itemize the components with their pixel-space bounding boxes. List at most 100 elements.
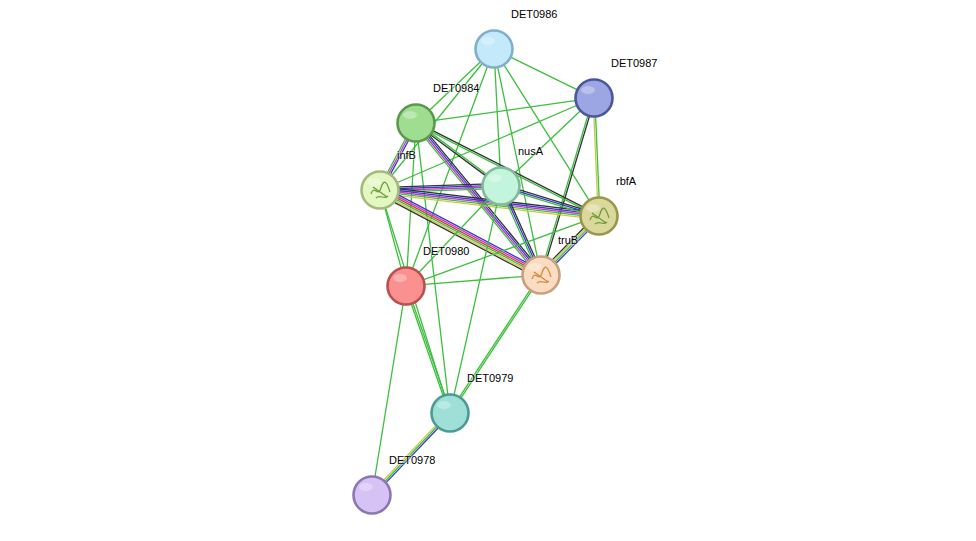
interaction-edge: [385, 208, 401, 267]
evidence-line: [395, 203, 522, 270]
node-fill: [476, 31, 513, 68]
structure-sketch: [371, 182, 390, 198]
node-highlight: [528, 263, 542, 271]
node-highlight: [367, 178, 381, 186]
interaction-edge: [519, 190, 582, 212]
evidence-line: [396, 201, 523, 268]
evidence-line: [509, 203, 533, 257]
evidence-line: [435, 101, 575, 121]
interaction-edge: [594, 117, 599, 197]
evidence-line: [520, 190, 582, 209]
protein-node: truB: [521, 255, 561, 295]
node-highlight: [581, 86, 595, 94]
protein-node: DET0987: [574, 78, 614, 118]
node-highlight: [586, 204, 600, 212]
node-fill: [354, 477, 391, 514]
evidence-line: [553, 228, 584, 260]
evidence-line: [594, 117, 597, 197]
structure-sketch: [590, 208, 609, 224]
evidence-line: [515, 111, 580, 173]
node-circle: [386, 266, 426, 306]
protein-node: rbfA: [579, 196, 619, 236]
interaction-edge: [384, 426, 438, 483]
node-label: truB: [558, 234, 578, 246]
node-circle: [352, 475, 392, 515]
protein-node: nusA: [481, 166, 521, 206]
node-label: nusA: [518, 145, 543, 157]
evidence-line: [554, 229, 585, 261]
node-fill: [432, 395, 469, 432]
interaction-edge: [375, 305, 403, 476]
protein-node: DET0984: [396, 103, 436, 143]
evidence-line: [454, 205, 497, 395]
evidence-line: [385, 427, 437, 481]
node-label: rbfA: [616, 175, 636, 187]
node-highlight: [359, 483, 373, 491]
node-label: infB: [397, 149, 416, 161]
node-highlight: [437, 401, 451, 409]
interaction-edge: [411, 304, 444, 396]
evidence-line: [411, 304, 443, 395]
evidence-line: [419, 200, 488, 272]
evidence-line: [519, 192, 581, 211]
node-fill: [388, 268, 425, 305]
evidence-line: [430, 62, 480, 110]
evidence-line: [519, 193, 581, 212]
node-highlight: [393, 274, 407, 282]
evidence-line: [555, 230, 586, 262]
evidence-line: [396, 200, 523, 267]
node-label: DET0978: [389, 454, 435, 466]
evidence-line: [461, 291, 531, 397]
evidence-line: [398, 197, 525, 264]
interaction-edge: [454, 205, 497, 395]
structure-sketch: [532, 267, 551, 283]
node-circle: [360, 170, 400, 210]
node-label: DET0979: [467, 372, 513, 384]
node-circle: [474, 29, 514, 69]
interaction-edge: [425, 277, 522, 285]
interaction-edge: [460, 290, 532, 397]
node-fill: [483, 168, 520, 205]
interaction-edge: [515, 111, 580, 173]
evidence-line: [495, 68, 500, 167]
evidence-line: [386, 208, 445, 395]
evidence-line: [425, 277, 522, 285]
node-circle: [521, 255, 561, 295]
node-label: DET0987: [611, 57, 657, 69]
evidence-line: [507, 204, 531, 258]
evidence-line: [556, 231, 587, 263]
node-highlight: [403, 111, 417, 119]
interaction-edge: [386, 208, 445, 395]
interaction-edge: [495, 68, 500, 167]
evidence-line: [375, 305, 403, 476]
evidence-line: [413, 304, 445, 395]
evidence-line: [384, 426, 436, 480]
node-fill: [523, 257, 560, 294]
node-highlight: [488, 174, 502, 182]
evidence-line: [460, 290, 530, 396]
interaction-edge: [553, 228, 588, 263]
node-label: DET0984: [433, 82, 479, 94]
protein-node: infB: [360, 170, 400, 210]
node-fill: [398, 105, 435, 142]
node-label: DET0980: [423, 245, 469, 257]
node-circle: [430, 393, 470, 433]
evidence-line: [386, 428, 438, 482]
protein-node: DET0979: [430, 393, 470, 433]
node-circle: [396, 103, 436, 143]
node-circle: [481, 166, 521, 206]
node-circle: [574, 78, 614, 118]
evidence-line: [510, 203, 534, 257]
protein-node: DET0980: [386, 266, 426, 306]
evidence-line: [397, 198, 524, 265]
interaction-edge: [511, 57, 577, 89]
interaction-edge: [430, 62, 480, 110]
node-circle: [579, 196, 619, 236]
protein-node: DET0978: [352, 475, 392, 515]
protein-node: DET0986: [474, 29, 514, 69]
interaction-edge: [507, 203, 535, 259]
node-highlight: [481, 37, 495, 45]
interaction-edge: [435, 101, 575, 121]
